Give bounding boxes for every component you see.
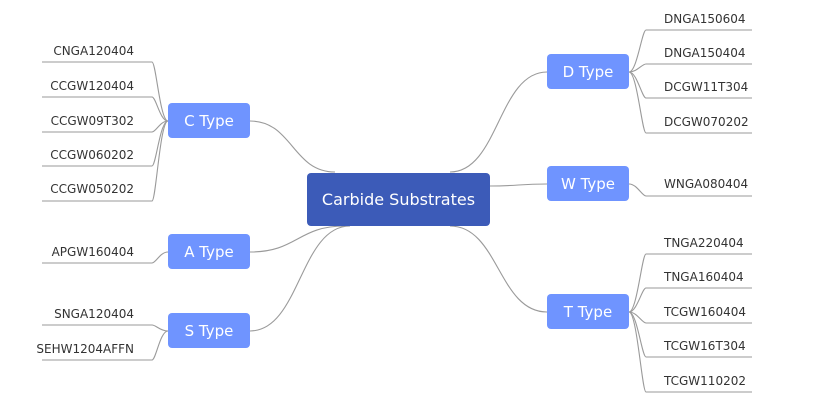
leaf-item[interactable]: TCGW160404 [664, 305, 746, 319]
c-type-leaf-line-2 [42, 120, 169, 133]
leaf-item[interactable]: SNGA120404 [54, 307, 134, 321]
leaf-item[interactable]: TNGA220404 [664, 236, 744, 250]
root-to-c-type-line [249, 120, 336, 173]
leaf-item[interactable]: CCGW050202 [50, 182, 134, 196]
branch-node-label: S Type [184, 321, 234, 340]
a-type-leaf-line [42, 251, 169, 264]
d-type-leaf-line-2 [628, 71, 752, 99]
root-to-w-type-line [489, 183, 548, 187]
root-to-t-type-line [449, 225, 548, 313]
branch-node-label: C Type [184, 111, 234, 130]
leaf-item[interactable]: CNGA120404 [53, 44, 134, 58]
branch-node-label: T Type [563, 302, 613, 321]
leaf-item[interactable]: TCGW16T304 [664, 339, 746, 353]
d-type-leaf-line-0 [628, 29, 752, 73]
branch-node-w-type[interactable]: W Type [547, 166, 629, 201]
t-type-leaf-line-1 [628, 287, 752, 313]
leaf-item[interactable]: DNGA150404 [664, 46, 746, 60]
root-node-carbide-substrates[interactable]: Carbide Substrates [307, 173, 490, 226]
leaf-item[interactable]: CCGW120404 [50, 79, 134, 93]
c-type-leaf-line-4 [42, 120, 169, 202]
leaf-item[interactable]: CCGW060202 [50, 148, 134, 162]
t-type-leaf-line-2 [628, 311, 752, 324]
t-type-leaf-line-0 [628, 253, 752, 313]
branch-node-label: W Type [560, 174, 616, 193]
d-type-leaf-line-3 [628, 71, 752, 134]
leaf-item[interactable]: APGW160404 [51, 245, 134, 259]
branch-node-c-type[interactable]: C Type [168, 103, 250, 138]
branch-node-a-type[interactable]: A Type [168, 234, 250, 269]
leaf-item[interactable]: DCGW070202 [664, 115, 749, 129]
root-node-label: Carbide Substrates [321, 190, 476, 209]
root-to-s-type-line [249, 225, 351, 332]
c-type-leaf-line-1 [42, 96, 169, 122]
leaf-item[interactable]: CCGW09T302 [50, 114, 134, 128]
w-type-leaf-line [628, 183, 752, 197]
root-to-a-type-line [249, 225, 346, 253]
branch-node-s-type[interactable]: S Type [168, 313, 250, 348]
leaf-item[interactable]: TCGW110202 [664, 374, 746, 388]
d-type-leaf-line-1 [628, 63, 752, 73]
leaf-item[interactable]: DCGW11T304 [664, 80, 749, 94]
branch-node-d-type[interactable]: D Type [547, 54, 629, 89]
leaf-item[interactable]: WNGA080404 [664, 177, 749, 191]
s-type-leaf-line-1 [42, 330, 169, 361]
leaf-item[interactable]: DNGA150604 [664, 12, 746, 26]
leaf-item[interactable]: SEHW1204AFFN [36, 342, 134, 356]
t-type-leaf-line-4 [628, 311, 752, 393]
leaf-item[interactable]: TNGA160404 [664, 270, 744, 284]
c-type-leaf-line-0 [42, 61, 169, 122]
root-to-d-type-line [449, 71, 548, 173]
branch-node-label: D Type [562, 62, 614, 81]
branch-node-label: A Type [184, 242, 234, 261]
branch-node-t-type[interactable]: T Type [547, 294, 629, 329]
s-type-leaf-line-0 [42, 324, 169, 332]
